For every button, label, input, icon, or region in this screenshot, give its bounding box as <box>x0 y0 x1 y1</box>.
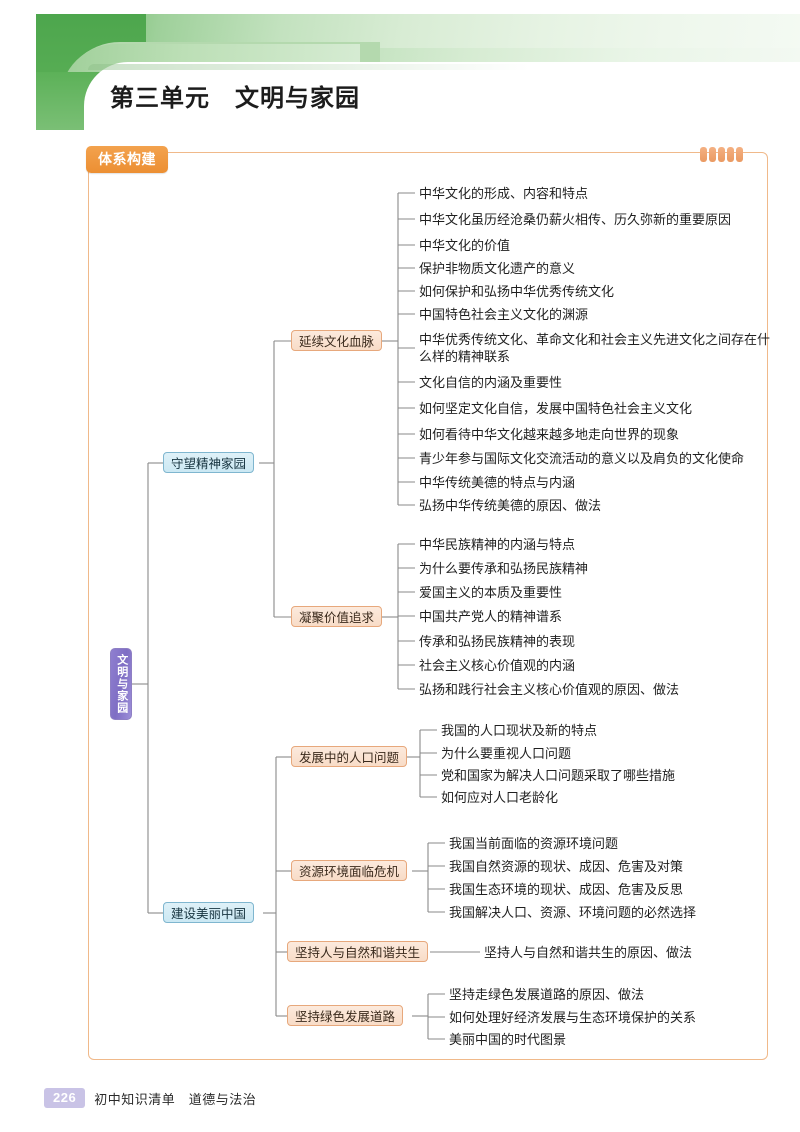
leaf-item: 中华民族精神的内涵与特点 <box>419 537 576 552</box>
banner-white-panel <box>84 62 800 130</box>
leaf-item: 中国共产党人的精神谱系 <box>419 609 563 624</box>
branch-node-shouwang-jingshen-jiayuan[interactable]: 守望精神家园 <box>163 452 255 473</box>
leaf-item: 如何应对人口老龄化 <box>441 790 559 805</box>
leaf-item: 如何看待中华文化越来越多地走向世界的现象 <box>419 427 680 442</box>
subbranch-node-jianchi-lvse-fazhan-daolu[interactable]: 坚持绿色发展道路 <box>287 1005 404 1026</box>
leaf-item: 坚持人与自然和谐共生的原因、做法 <box>484 945 693 960</box>
leaf-item: 我国当前面临的资源环境问题 <box>449 836 619 851</box>
leaf-item: 我国的人口现状及新的特点 <box>441 723 598 738</box>
page-number-badge: 226 <box>44 1088 86 1108</box>
leaf-item: 如何处理好经济发展与生态环境保护的关系 <box>449 1010 697 1025</box>
leaf-item: 坚持走绿色发展道路的原因、做法 <box>449 987 645 1002</box>
branch-node-jianshe-meili-zhongguo[interactable]: 建设美丽中国 <box>163 902 255 923</box>
section-label-badge: 体系构建 <box>86 146 168 173</box>
banner-panel-shadow <box>88 64 800 70</box>
leaf-item: 中华优秀传统文化、革命文化和社会主义先进文化之间存在什么样的精神联系 <box>419 332 771 364</box>
leaf-item: 弘扬中华传统美德的原因、做法 <box>419 498 602 513</box>
leaf-item: 中华传统美德的特点与内涵 <box>419 475 576 490</box>
leaf-item: 文化自信的内涵及重要性 <box>419 375 563 390</box>
leaf-item: 如何坚定文化自信，发展中国特色社会主义文化 <box>419 401 693 416</box>
leaf-item: 中华文化的价值 <box>419 238 511 253</box>
book-title-footer: 初中知识清单 道德与法治 <box>94 1091 257 1107</box>
leaf-item: 社会主义核心价值观的内涵 <box>419 658 576 673</box>
leaf-item: 中国特色社会主义文化的渊源 <box>419 307 589 322</box>
leaf-item: 我国解决人口、资源、环境问题的必然选择 <box>449 905 697 920</box>
leaf-item: 青少年参与国际文化交流活动的意义以及肩负的文化使命 <box>419 451 745 466</box>
spiral-binding-icon <box>700 146 764 162</box>
leaf-item: 中华文化的形成、内容和特点 <box>419 186 589 201</box>
leaf-item: 我国自然资源的现状、成因、危害及对策 <box>449 859 684 874</box>
leaf-item: 我国生态环境的现状、成因、危害及反思 <box>449 882 684 897</box>
leaf-item: 党和国家为解决人口问题采取了哪些措施 <box>441 768 676 783</box>
page-footer: 226 初中知识清单 道德与法治 <box>44 1088 256 1108</box>
leaf-item: 弘扬和践行社会主义核心价值观的原因、做法 <box>419 682 680 697</box>
subbranch-node-ziyuan-huanjing-mianlin-weiji[interactable]: 资源环境面临危机 <box>291 860 408 881</box>
subbranch-node-fazhan-zhong-de-renkou-wenti[interactable]: 发展中的人口问题 <box>291 746 408 767</box>
leaf-item: 爱国主义的本质及重要性 <box>419 585 563 600</box>
page-title: 第三单元 文明与家园 <box>110 85 360 112</box>
subbranch-node-jianchi-ren-yu-ziran-hexie-gongsheng[interactable]: 坚持人与自然和谐共生 <box>287 941 429 962</box>
leaf-item: 中华文化虽历经沧桑仍薪火相传、历久弥新的重要原因 <box>419 212 732 227</box>
leaf-item: 为什么要重视人口问题 <box>441 746 572 761</box>
subbranch-node-ningju-jiazhi-zhuiqiu[interactable]: 凝聚价值追求 <box>291 606 383 627</box>
mindmap-root-node[interactable]: 文明与家园 <box>110 648 132 720</box>
leaf-item: 保护非物质文化遗产的意义 <box>419 261 576 276</box>
leaf-item: 如何保护和弘扬中华优秀传统文化 <box>419 284 615 299</box>
subbranch-node-yanxu-wenhua-xuemai[interactable]: 延续文化血脉 <box>291 330 383 351</box>
leaf-item: 传承和弘扬民族精神的表现 <box>419 634 576 649</box>
leaf-item: 美丽中国的时代图景 <box>449 1032 567 1047</box>
page-header-banner <box>0 0 800 130</box>
leaf-item: 为什么要传承和弘扬民族精神 <box>419 561 589 576</box>
